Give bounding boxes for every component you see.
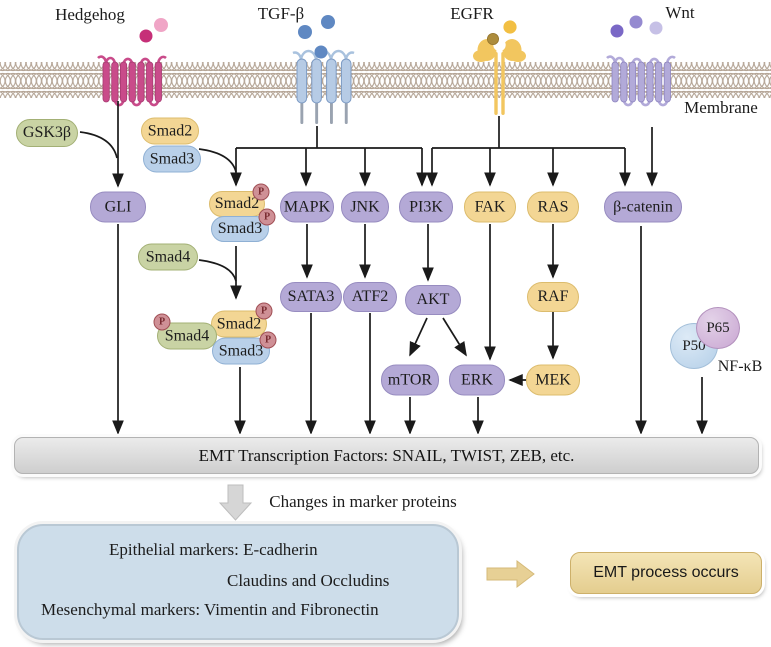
phospho-badge: P: [259, 331, 277, 349]
epithelial-markers-text: Epithelial markers: E-cadherin: [109, 540, 318, 559]
node-smad4: Smad4: [138, 243, 198, 271]
node-raf: RAF: [527, 282, 579, 312]
node-smad3-p: Smad3: [211, 216, 269, 242]
node-atf2: ATF2: [343, 282, 397, 312]
node-gsk3b: GSK3β: [16, 119, 78, 147]
node-pi3k: PI3K: [399, 191, 453, 223]
membrane-band: [0, 62, 771, 98]
node-mek: MEK: [526, 364, 580, 396]
phospho-badge: P: [255, 302, 273, 320]
node-mtor: mTOR: [381, 364, 439, 396]
junction-markers-text: Claudins and Occludins: [227, 571, 390, 590]
node-jnk: JNK: [341, 191, 389, 223]
marker-proteins-box: Epithelial markers: E-cadherin Claudins …: [17, 524, 459, 640]
marker-transition-label: Changes in marker proteins: [269, 492, 457, 511]
node-sata3: SATA3: [280, 282, 342, 312]
wnt-receptor-icon: [606, 15, 676, 107]
right-block-arrow: [486, 559, 535, 589]
nfkb-label: NF-κB: [717, 358, 763, 375]
emt-outcome-box: EMT process occurs: [570, 552, 762, 594]
emt-transcription-factors-bar: EMT Transcription Factors: SNAIL, TWIST,…: [14, 437, 759, 474]
hedgehog-receptor-icon: [97, 18, 168, 107]
phospho-badge: P: [258, 208, 276, 226]
node-mapk: MAPK: [280, 191, 334, 223]
node-fak: FAK: [464, 191, 516, 223]
node-smad3: Smad3: [143, 145, 201, 173]
tgfb-receptor-icon: [292, 15, 355, 124]
node-akt: AKT: [405, 285, 461, 315]
pathway-arrows: [79, 101, 708, 435]
mesenchymal-markers-text: Mesenchymal markers: Vimentin and Fibron…: [41, 600, 379, 619]
node-smad2: Smad2: [141, 117, 199, 145]
complex-smad3: Smad3: [212, 337, 270, 365]
node-gli: GLI: [90, 191, 146, 223]
hedgehog-label: Hedgehog: [55, 5, 125, 24]
phospho-badge: P: [252, 183, 270, 201]
node-p65: P65: [696, 307, 740, 349]
node-ras: RAS: [527, 191, 579, 223]
wnt-label: Wnt: [665, 3, 695, 22]
tgf-beta-label: TGF-β: [257, 4, 305, 23]
down-block-arrow: [218, 484, 253, 521]
node-erk: ERK: [449, 364, 505, 396]
node-b-catenin: β-catenin: [604, 191, 682, 223]
phospho-badge: P: [153, 313, 171, 331]
egfr-receptor-icon: [473, 20, 526, 115]
node-p50: P50: [670, 323, 718, 369]
membrane-label: Membrane: [684, 98, 758, 117]
egfr-label: EGFR: [450, 4, 494, 23]
